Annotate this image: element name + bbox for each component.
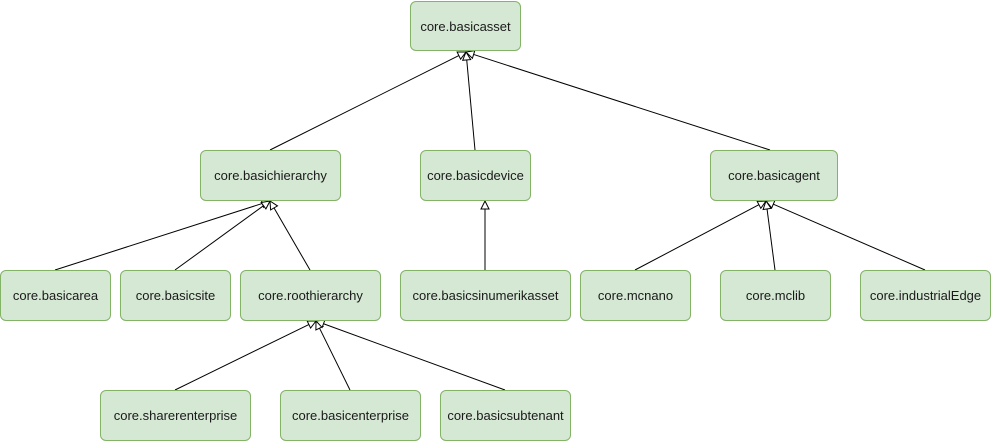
hollow-arrowhead-icon [456,51,467,61]
node-basichierarchy[interactable]: core.basichierarchy [200,150,341,201]
node-basicenterprise[interactable]: core.basicenterprise [280,390,421,441]
hollow-arrowhead-icon [260,200,271,210]
edge-basicsubtenant-to-roothierarchy [323,323,506,391]
node-sharerenterprise[interactable]: core.sharerenterprise [100,390,251,441]
edge-industrialedge-to-basicagent [773,203,926,271]
edge-basichierarchy-to-basicasset [269,55,460,151]
edge-basicagent-to-basicasset [473,53,771,151]
edge-basicsite-to-basichierarchy [174,205,264,271]
hollow-arrowhead-icon [480,199,490,210]
edge-roothierarchy-to-basichierarchy [273,207,311,271]
node-roothierarchy[interactable]: core.roothierarchy [240,270,381,321]
edge-sharerenterprise-to-roothierarchy [174,324,310,391]
hollow-arrowhead-icon [461,50,472,61]
node-industrialedge[interactable]: core.industrialEdge [860,270,991,321]
node-basicagent[interactable]: core.basicagent [710,150,838,201]
node-basicdevice[interactable]: core.basicdevice [420,150,531,201]
node-basicsubtenant[interactable]: core.basicsubtenant [440,390,571,441]
node-basicarea[interactable]: core.basicarea [0,270,111,321]
node-basicsinumerikasset[interactable]: core.basicsinumerikasset [400,270,571,321]
edge-mcnano-to-basicagent [634,204,760,271]
hollow-arrowhead-icon [756,200,767,210]
edge-basicdevice-to-basicasset [466,59,476,151]
edge-basicenterprise-to-roothierarchy [319,327,351,391]
node-basicsite[interactable]: core.basicsite [120,270,231,321]
hollow-arrowhead-icon [306,320,317,330]
edge-basicarea-to-basichierarchy [54,202,263,271]
node-basicasset[interactable]: core.basicasset [410,1,521,51]
node-mcnano[interactable]: core.mcnano [580,270,691,321]
hollow-arrowhead-icon [269,200,279,211]
edge-mclib-to-basicagent [766,208,776,271]
hollow-arrowhead-icon [464,49,476,60]
node-mclib[interactable]: core.mclib [720,270,831,321]
